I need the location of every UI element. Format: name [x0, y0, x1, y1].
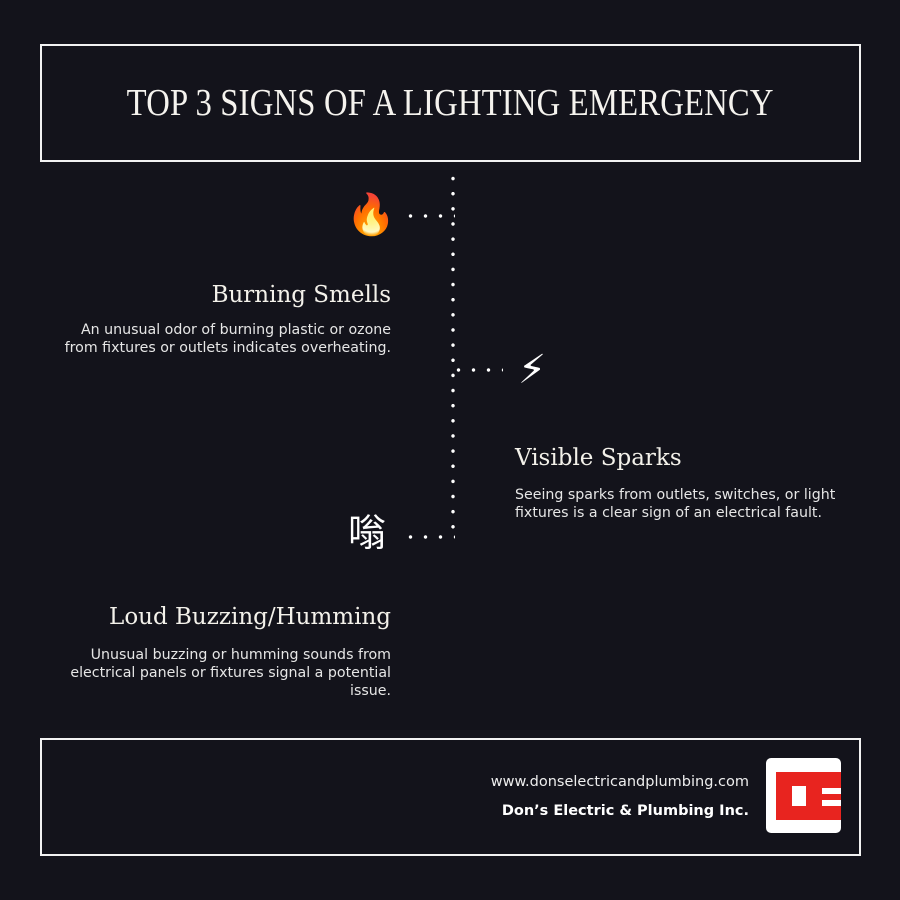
company-name: Don’s Electric & Plumbing Inc.: [501, 803, 749, 819]
sign-description-loud-buzzing: Unusual buzzing or humming sounds from e…: [70, 647, 391, 699]
title-banner: TOP 3 SIGNS OF A LIGHTING EMERGENCY: [40, 44, 861, 162]
connector-dots-2: [451, 368, 503, 372]
sign-title-loud-buzzing: Loud Buzzing/Humming: [109, 604, 391, 630]
company-logo: [766, 758, 841, 833]
website-link[interactable]: www.donselectricandplumbing.com: [490, 774, 749, 790]
de-logo-icon: [776, 772, 841, 820]
lightning-icon: ⚡: [518, 347, 547, 393]
sign-title-visible-sparks: Visible Sparks: [515, 445, 682, 471]
page-title: TOP 3 SIGNS OF A LIGHTING EMERGENCY: [127, 82, 774, 124]
footer-banner: www.donselectricandplumbing.com Don’s El…: [40, 738, 861, 856]
fire-icon: 🔥: [346, 192, 396, 238]
connector-dots-3: [403, 535, 455, 539]
timeline-dotted-line: [451, 171, 455, 540]
connector-dots-1: [403, 214, 455, 218]
sign-title-burning-smells: Burning Smells: [211, 282, 391, 308]
buzz-character-icon: 嗡: [348, 511, 387, 555]
sign-description-visible-sparks: Seeing sparks from outlets, switches, or…: [515, 487, 836, 521]
sign-description-burning-smells: An unusual odor of burning plastic or oz…: [64, 322, 391, 356]
